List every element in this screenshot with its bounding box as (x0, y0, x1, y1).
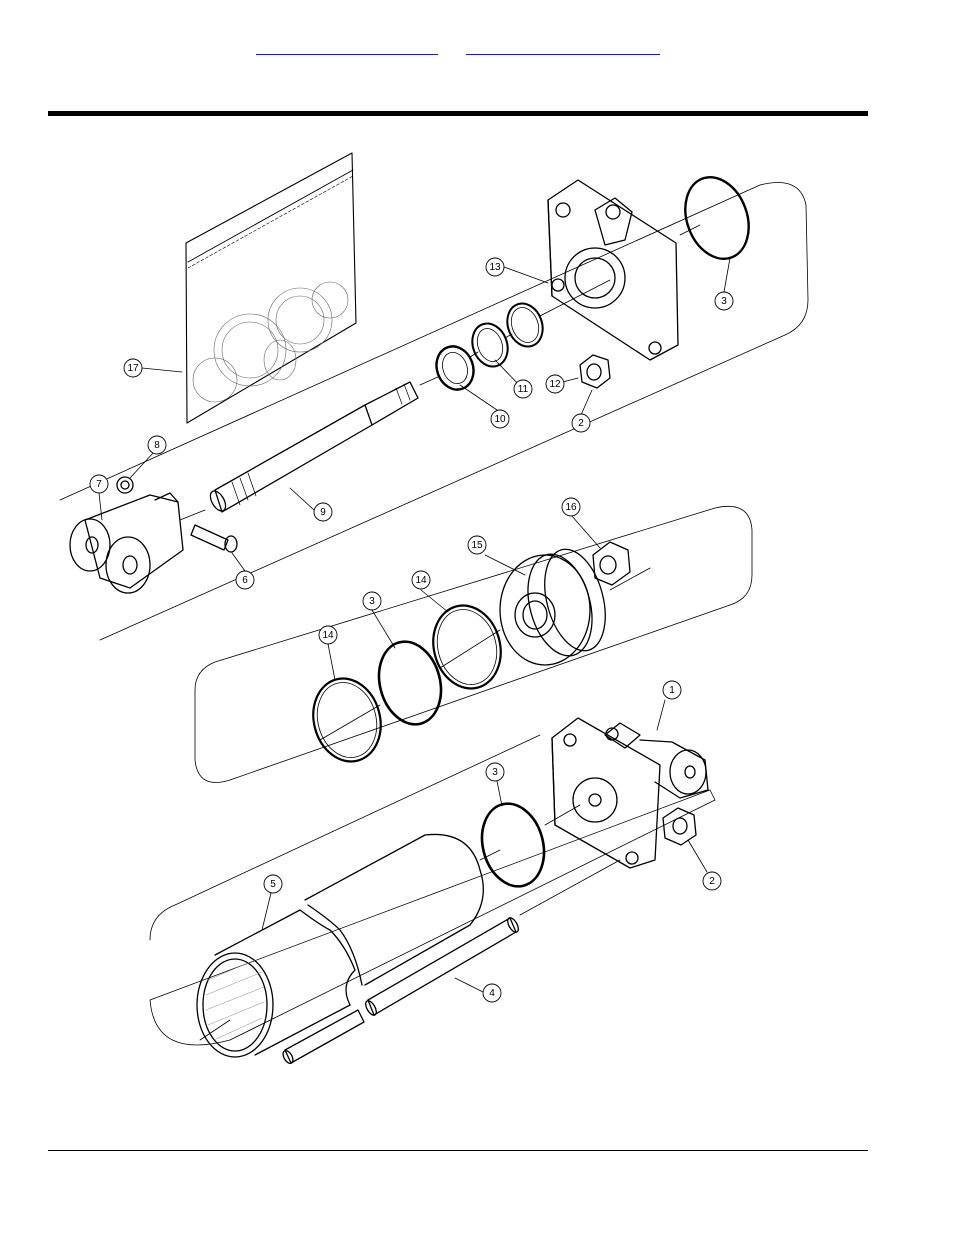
group-outline-top (60, 183, 808, 641)
callout-c8: 8 (148, 436, 166, 454)
nut-16 (593, 542, 630, 585)
piston-rod (207, 382, 418, 514)
seal-12 (502, 299, 549, 352)
o-ring-3-bottom (473, 797, 553, 894)
callout-number: 13 (489, 262, 501, 273)
callout-number: 9 (320, 507, 326, 518)
callout-number: 4 (489, 988, 495, 999)
callout-number: 1 (669, 685, 675, 696)
callout-c13: 13 (486, 258, 504, 276)
callout-c14a: 14 (412, 571, 430, 589)
wiper-10 (431, 341, 480, 395)
clevis (70, 493, 183, 593)
callout-number: 3 (721, 296, 727, 307)
seal-14-left (304, 671, 389, 769)
callout-number: 14 (415, 575, 427, 586)
seal-kit-bag (186, 153, 356, 423)
callout-c11: 11 (514, 380, 532, 398)
callout-number: 15 (471, 540, 483, 551)
callout-c7: 7 (90, 475, 108, 493)
callout-c12: 12 (546, 375, 564, 393)
callout-number: 17 (127, 363, 139, 374)
callout-c3b: 3 (363, 592, 381, 610)
cylinder-barrel (197, 834, 483, 1057)
callout-number: 10 (494, 414, 506, 425)
callout-number: 12 (549, 379, 561, 390)
base-end-cap (552, 718, 708, 868)
callout-number: 8 (154, 440, 160, 451)
callout-number: 6 (242, 575, 248, 586)
callout-c15: 15 (468, 536, 486, 554)
callout-c10: 10 (491, 410, 509, 428)
seal-14-right (424, 598, 509, 696)
callout-c16: 16 (562, 498, 580, 516)
o-ring-3-top (674, 168, 759, 267)
tie-rod-lower (281, 1010, 364, 1065)
callout-c1: 1 (663, 681, 681, 699)
callout-number: 11 (518, 384, 529, 395)
piston-15 (500, 543, 616, 665)
callout-c2a: 2 (572, 414, 590, 432)
nut-2-bottom (663, 808, 696, 845)
callout-number: 5 (270, 879, 276, 890)
nut-8 (117, 477, 133, 493)
tie-rod-upper (364, 916, 521, 1017)
callout-number: 2 (709, 876, 715, 887)
bolt-6 (191, 525, 237, 552)
callout-c3a: 3 (715, 292, 733, 310)
callout-c14b: 14 (319, 626, 337, 644)
nut-2-top (580, 355, 610, 388)
callout-number: 3 (369, 596, 375, 607)
assembly-axis-lines (180, 225, 700, 1040)
leader-lines (99, 258, 730, 992)
callout-c6: 6 (236, 571, 254, 589)
callout-number: 7 (96, 479, 102, 490)
callout-c4: 4 (483, 984, 501, 1002)
callout-c17: 17 (124, 359, 142, 377)
callout-number: 14 (322, 630, 334, 641)
callout-c9: 9 (314, 503, 332, 521)
callout-number: 3 (492, 767, 498, 778)
callout-c3c: 3 (486, 763, 504, 781)
callout-c2b: 2 (703, 872, 721, 890)
callout-number: 16 (565, 502, 577, 513)
rod-end-cap (548, 180, 678, 360)
callout-c5: 5 (264, 875, 282, 893)
callout-number: 2 (578, 418, 584, 429)
